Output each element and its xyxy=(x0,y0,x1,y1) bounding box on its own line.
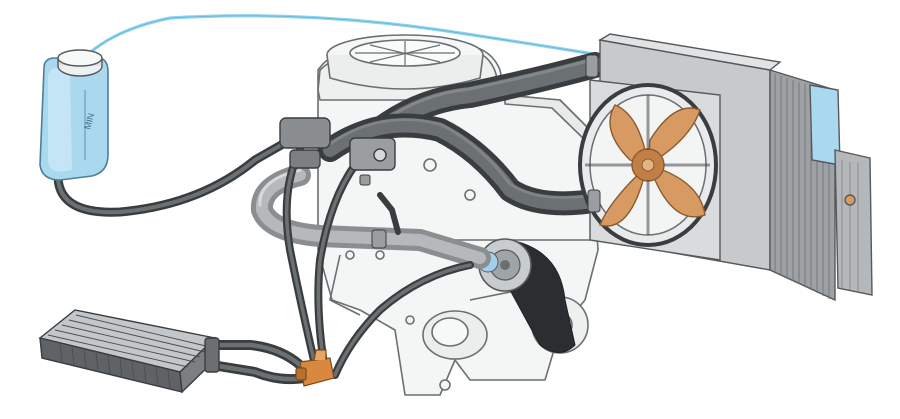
reservoir-min-label: MIN xyxy=(82,112,96,131)
expansion-reservoir: MIN xyxy=(39,49,109,181)
air-filter-housing xyxy=(326,34,484,90)
radiator-fins xyxy=(774,74,830,299)
cooling-fan xyxy=(578,83,718,247)
radiator-side-tank xyxy=(834,149,873,296)
heater-core xyxy=(38,309,220,394)
coolant-hoses xyxy=(53,52,612,385)
heater-valve xyxy=(295,349,335,387)
thermostat-housing xyxy=(279,117,396,171)
fan-blades xyxy=(599,104,706,227)
hose-clips xyxy=(359,54,601,249)
drive-belt xyxy=(477,238,576,353)
heater-core-fins xyxy=(47,314,211,390)
